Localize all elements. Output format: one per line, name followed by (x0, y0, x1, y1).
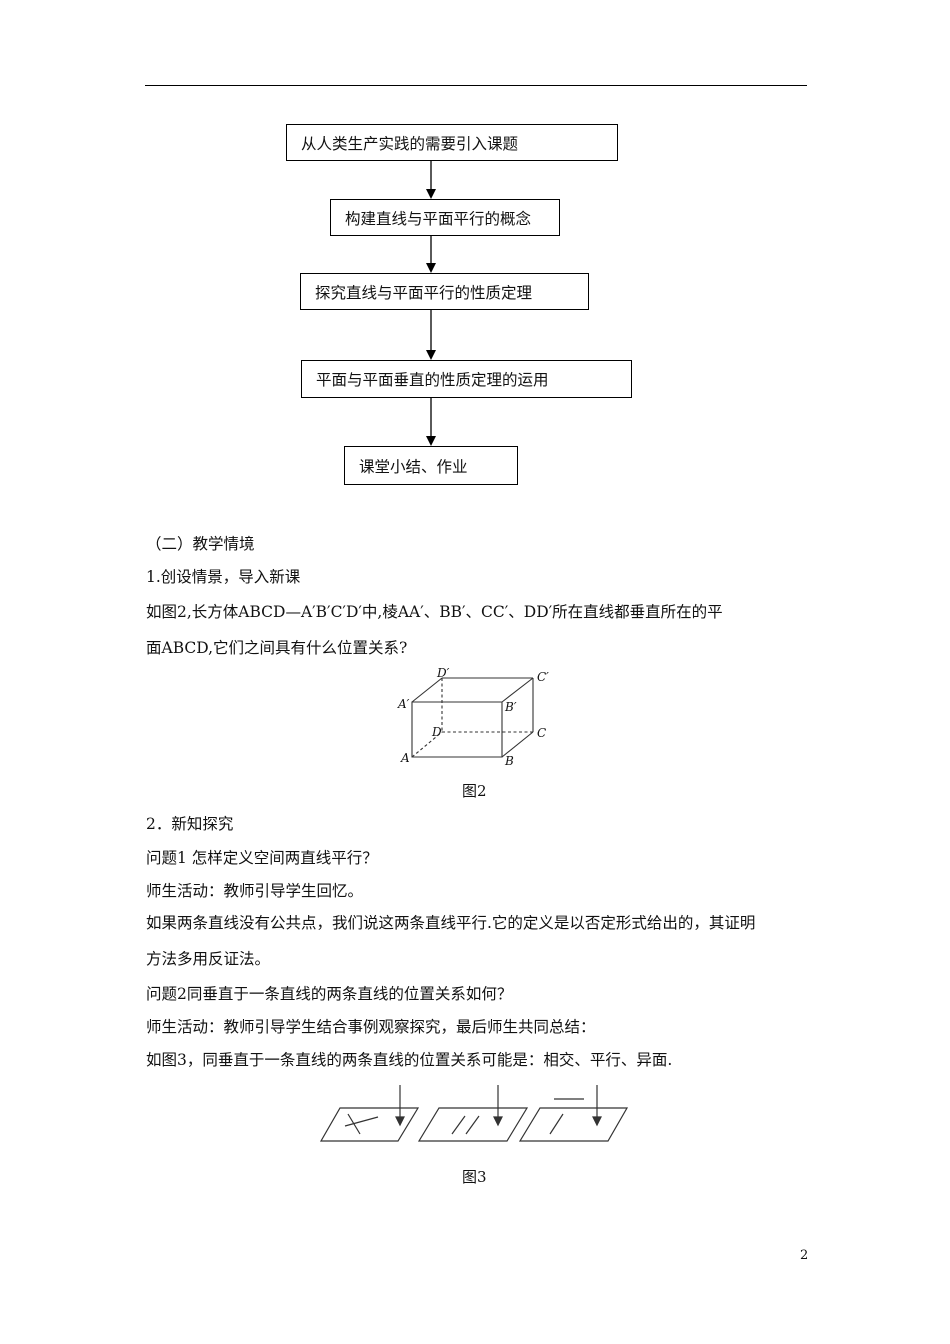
activity-1: 师生活动：教师引导学生回忆。 (146, 882, 364, 900)
flow-arrow-3 (426, 310, 436, 360)
flow-step-1: 从人类生产实践的需要引入课题 (286, 124, 618, 161)
page-number: 2 (800, 1248, 809, 1263)
question-2: 问题2同垂直于一条直线的两条直线的位置关系如何？ (146, 985, 513, 1003)
para1-line2: 面ABCD,它们之间具有什么位置关系? (146, 639, 408, 657)
label-a: A (400, 751, 410, 765)
para3: 如图3，同垂直于一条直线的两条直线的位置关系可能是：相交、平行、异面. (146, 1051, 673, 1069)
flow-arrow-1 (426, 161, 436, 199)
label-a-prime: A′ (397, 697, 410, 711)
section-heading: （二）教学情境 (146, 535, 255, 553)
figure2-cuboid: D′ C′ A′ B′ D C A B (397, 666, 549, 768)
question-1: 问题1 怎样定义空间两直线平行？ (146, 849, 378, 867)
label-d-prime: D′ (436, 666, 450, 680)
label-d: D (431, 725, 442, 739)
para2-line1: 如果两条直线没有公共点，我们说这两条直线平行.它的定义是以否定形式给出的，其证明 (146, 914, 756, 932)
flow-step-5: 课堂小结、作业 (344, 446, 518, 485)
label-b: B (504, 754, 514, 768)
header-rule (145, 85, 807, 86)
flow-arrow-4 (426, 398, 436, 446)
figure3-caption: 图3 (462, 1168, 487, 1186)
label-c: C (537, 726, 546, 740)
flow-step-4: 平面与平面垂直的性质定理的运用 (301, 360, 632, 398)
figure3-planes (319, 1085, 629, 1142)
label-c-prime: C′ (537, 670, 549, 684)
para2-line2: 方法多用反证法。 (146, 950, 271, 968)
label-b-prime: B′ (504, 700, 517, 714)
flow-step-2: 构建直线与平面平行的概念 (330, 199, 560, 236)
flow-step-3: 探究直线与平面平行的性质定理 (300, 273, 589, 310)
flow-arrow-2 (426, 236, 436, 273)
item2-title: 2．新知探究 (146, 815, 234, 833)
activity-2: 师生活动：教师引导学生结合事例观察探究，最后师生共同总结： (146, 1018, 596, 1036)
para1-line1: 如图2,长方体ABCD—A′B′C′D′中,棱AA′、BB′、CC′、DD′所在… (146, 603, 723, 621)
figure2-caption: 图2 (462, 782, 487, 800)
item1-title: 1.创设情景，导入新课 (146, 568, 301, 586)
